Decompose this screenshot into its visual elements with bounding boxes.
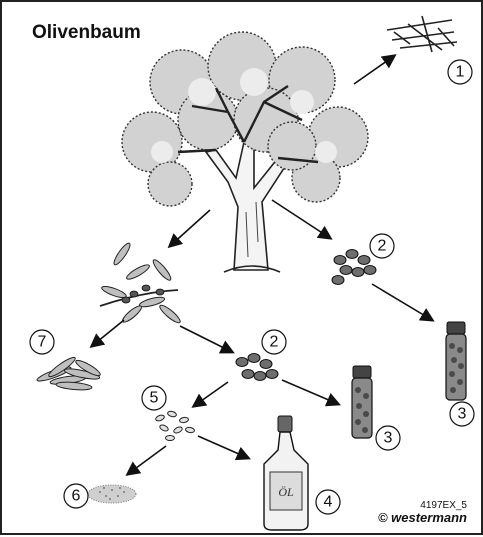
number-circle-6: 6: [64, 484, 88, 508]
svg-text:3: 3: [384, 430, 393, 447]
ground-pits-icon: [88, 485, 136, 503]
arrow: [194, 382, 228, 406]
olive-pits-icon: [155, 410, 195, 440]
svg-text:1: 1: [456, 64, 465, 81]
olive-branch: [100, 241, 182, 325]
number-circle-5: 5: [142, 386, 166, 410]
number-circle-3: 3: [376, 426, 400, 450]
arrow: [180, 326, 232, 352]
publisher-credit: © westermann: [378, 510, 467, 525]
number-circle-7: 7: [30, 330, 54, 354]
number-circle-3: 3: [450, 402, 474, 426]
number-circle-2: 2: [370, 234, 394, 258]
svg-text:4: 4: [324, 494, 333, 511]
leaves-pile-icon: [36, 355, 102, 391]
twigs-icon: [387, 16, 457, 52]
olives-icon: [236, 354, 278, 381]
preserve-jar-icon: [352, 366, 372, 438]
arrow: [92, 320, 124, 346]
svg-text:6: 6: [72, 488, 81, 505]
svg-text:3: 3: [458, 406, 467, 423]
arrow: [128, 446, 166, 474]
arrow: [272, 200, 330, 238]
svg-text:7: 7: [38, 334, 47, 351]
arrow: [282, 380, 338, 404]
arrow: [170, 210, 210, 246]
number-circle-4: 4: [316, 490, 340, 514]
number-circle-2: 2: [262, 330, 286, 354]
svg-text:5: 5: [150, 390, 159, 407]
olive-oil-bottle-icon: ÖL: [264, 416, 308, 530]
svg-text:2: 2: [270, 334, 279, 351]
arrow: [372, 284, 432, 320]
olives-icon: [332, 250, 376, 285]
svg-text:2: 2: [378, 238, 387, 255]
svg-text:ÖL: ÖL: [278, 484, 294, 499]
arrow: [198, 436, 248, 458]
preserve-jar-icon: [446, 322, 466, 400]
olive-tree: [122, 32, 368, 272]
number-circle-1: 1: [448, 60, 472, 84]
arrow: [354, 56, 394, 84]
